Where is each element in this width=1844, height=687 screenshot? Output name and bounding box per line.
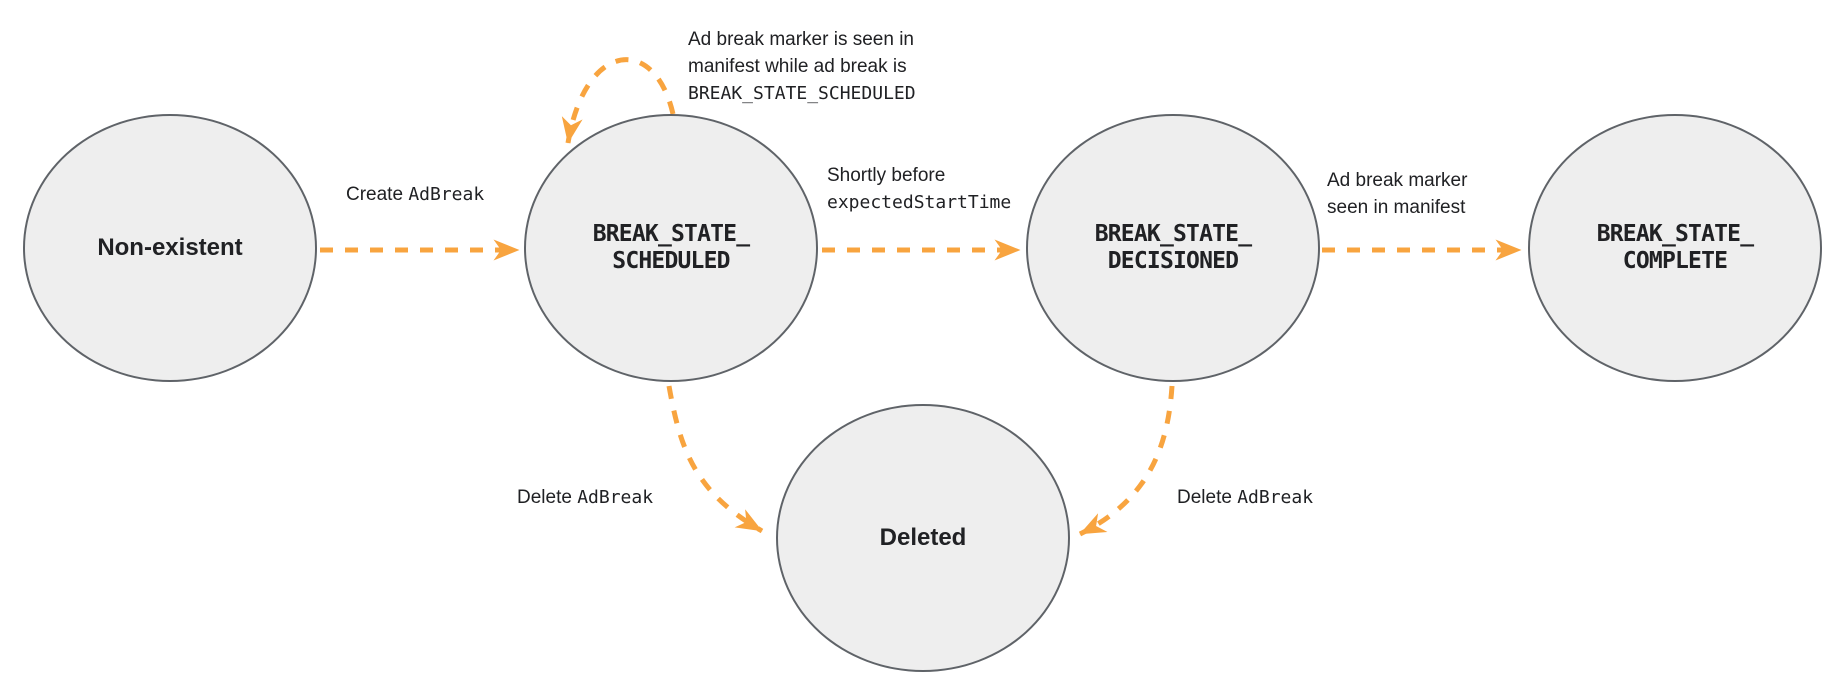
label-code: AdBreak xyxy=(577,487,654,508)
label-code: BREAK_STATE_SCHEDULED xyxy=(688,83,916,104)
label-code: AdBreak xyxy=(408,184,485,205)
label-text: Ad break marker is seen in xyxy=(688,29,914,50)
label-text: Shortly before xyxy=(827,165,946,186)
transition-label-marker-seen: Ad break marker seen in manifest xyxy=(1327,167,1467,221)
state-deleted: Deleted xyxy=(776,404,1070,672)
transition-label-shortly-before-start: Shortly before expectedStartTime xyxy=(827,162,1011,216)
label-text: manifest while ad break is xyxy=(688,56,907,77)
label-text: Delete xyxy=(1177,487,1232,508)
state-break-state-scheduled: BREAK_STATE_ SCHEDULED xyxy=(524,114,818,382)
label-text: Create xyxy=(346,184,404,205)
transition-label-marker-while-scheduled: Ad break marker is seen in manifest whil… xyxy=(688,26,916,107)
state-label-line: SCHEDULED xyxy=(612,248,730,274)
state-label: Non-existent xyxy=(97,234,242,262)
edge-decisioned-to-deleted xyxy=(1078,385,1175,537)
transition-label-delete-adbreak-left: Delete AdBreak xyxy=(517,484,653,511)
state-non-existent: Non-existent xyxy=(23,114,317,382)
state-label: BREAK_STATE_ SCHEDULED xyxy=(593,221,750,275)
edge-self-loop-scheduled xyxy=(561,57,676,144)
label-text: Delete xyxy=(517,487,572,508)
state-label: BREAK_STATE_ COMPLETE xyxy=(1597,221,1754,275)
label-text: seen in manifest xyxy=(1327,197,1466,218)
state-label-line: Deleted xyxy=(879,524,967,551)
label-code: AdBreak xyxy=(1237,487,1314,508)
state-label-line: BREAK_STATE_ xyxy=(1094,221,1252,247)
transition-label-delete-adbreak-right: Delete AdBreak xyxy=(1177,484,1313,511)
state-break-state-complete: BREAK_STATE_ COMPLETE xyxy=(1528,114,1822,382)
state-label-line: DECISIONED xyxy=(1107,248,1239,274)
label-code: expectedStartTime xyxy=(827,192,1012,213)
edge-scheduled-to-deleted xyxy=(666,385,764,534)
state-label-line: BREAK_STATE_ xyxy=(1596,221,1754,247)
transition-label-create-adbreak: Create AdBreak xyxy=(346,181,484,208)
state-break-state-decisioned: BREAK_STATE_ DECISIONED xyxy=(1026,114,1320,382)
state-label-line: BREAK_STATE_ xyxy=(592,221,750,247)
state-label-line: Non-existent xyxy=(97,234,243,261)
state-label: Deleted xyxy=(880,524,967,552)
label-text: Ad break marker xyxy=(1327,170,1468,191)
state-label-line: COMPLETE xyxy=(1622,248,1728,274)
state-label: BREAK_STATE_ DECISIONED xyxy=(1095,221,1252,275)
